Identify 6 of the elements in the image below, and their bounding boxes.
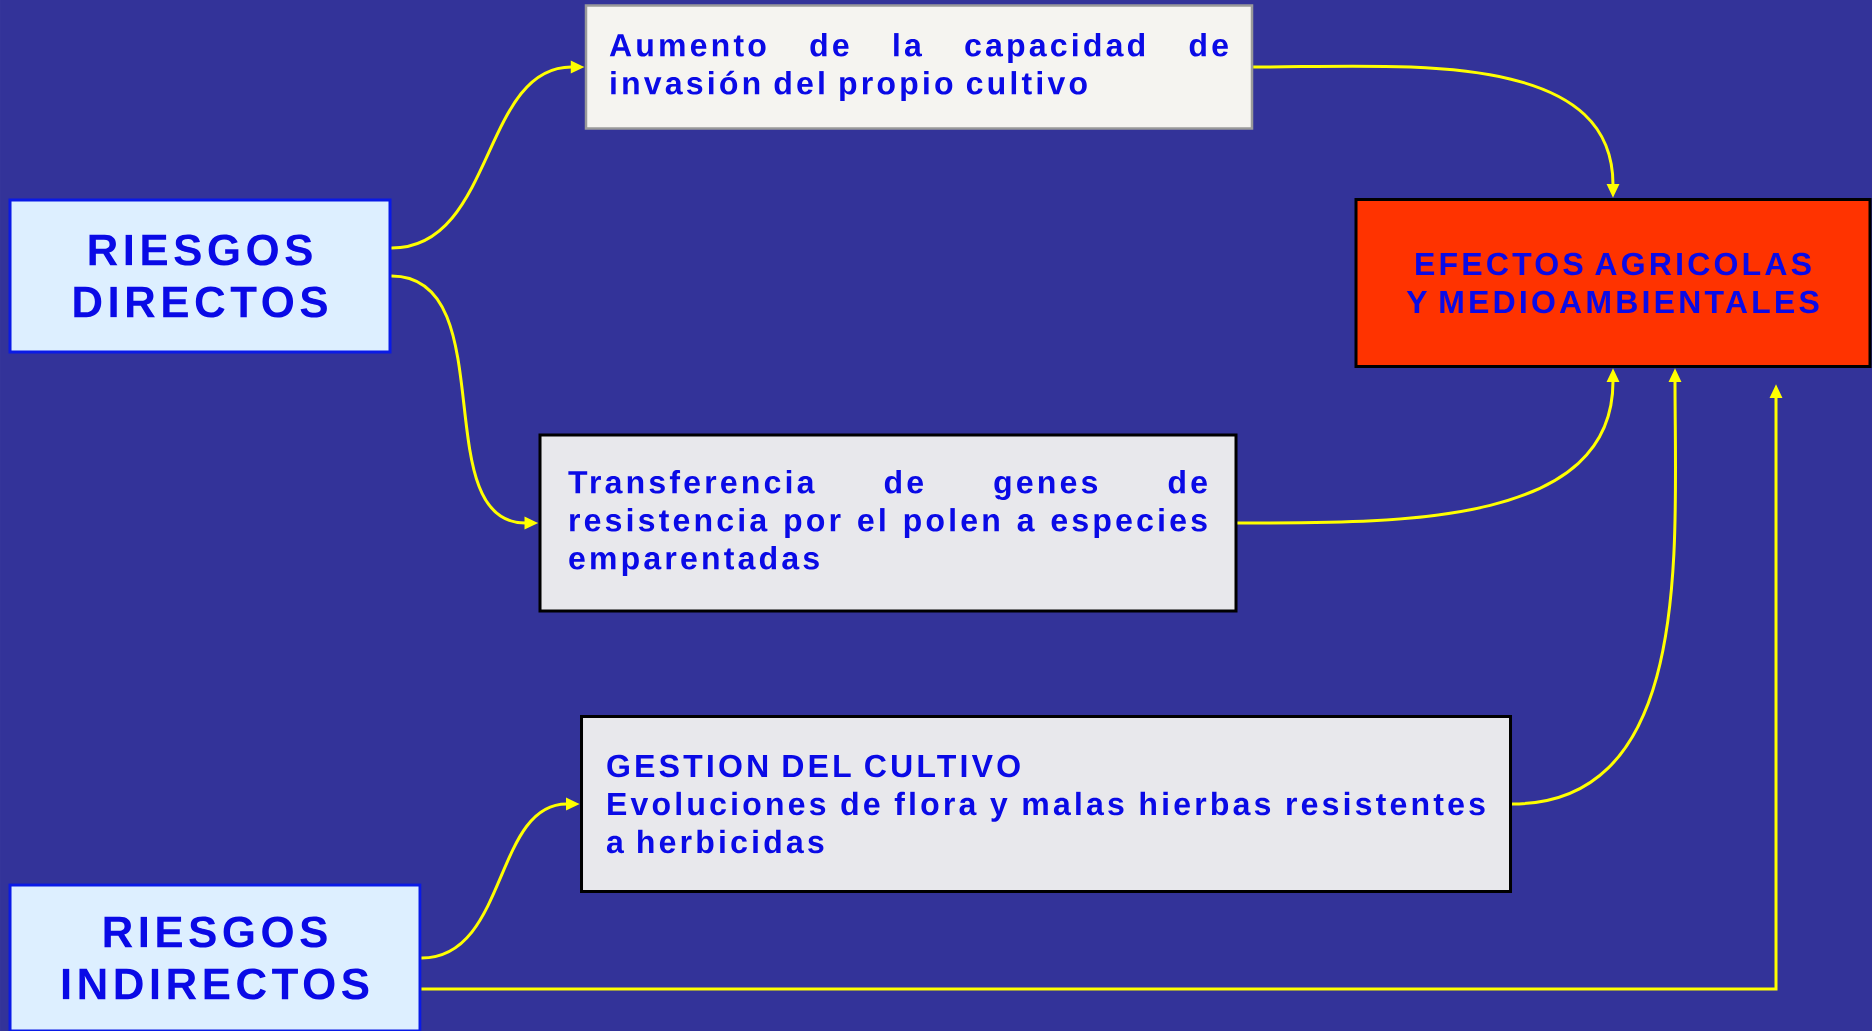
result-box: EFECTOS AGRICOLAS Y MEDIOAMBIENTALES <box>1354 198 1872 368</box>
process-box: Transferencia de genes de resistencia por el polen a especies emparentadas <box>538 433 1238 613</box>
category-box: RIESGOS DIRECTOS <box>8 198 392 354</box>
process-box: GESTION DEL CULTIVO Evoluciones de flora y malas hierbas resistentes a herbicidas <box>580 715 1512 893</box>
process-box: Aumento de la capacidad de invasión del propio cultivo <box>584 4 1254 130</box>
category-box: RIESGOS INDIRECTOS <box>8 883 422 1031</box>
